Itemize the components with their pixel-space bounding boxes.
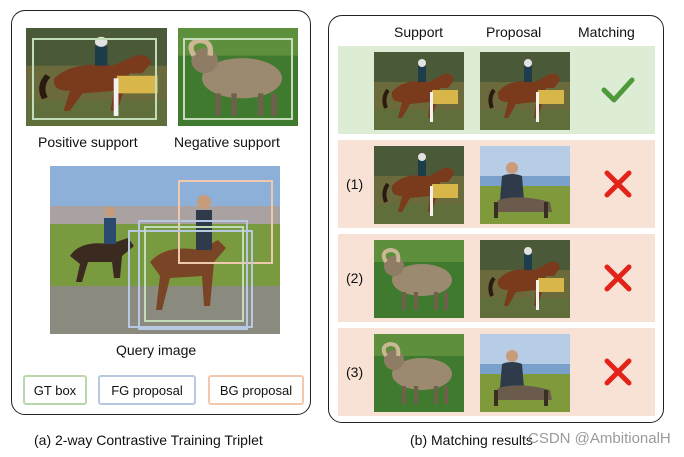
support-thumbnail bbox=[374, 52, 464, 130]
header-proposal: Proposal bbox=[486, 24, 542, 40]
matching-row: (3) bbox=[338, 328, 655, 416]
matching-row: (2) bbox=[338, 234, 655, 322]
fg-proposal-box-2 bbox=[128, 230, 253, 328]
support-thumbnail bbox=[374, 146, 464, 224]
row-number: (3) bbox=[346, 364, 364, 380]
positive-support-label: Positive support bbox=[38, 134, 138, 150]
watermark: CSDN @AmbitionalH bbox=[528, 430, 671, 447]
caption-right: (b) Matching results bbox=[410, 432, 533, 448]
query-image-label: Query image bbox=[116, 342, 197, 358]
legend-gt-box: GT box bbox=[23, 375, 87, 405]
proposal-thumbnail bbox=[480, 52, 570, 130]
cross-icon bbox=[600, 354, 636, 390]
proposal-thumbnail bbox=[480, 146, 570, 224]
proposal-thumbnail bbox=[480, 334, 570, 412]
support-thumbnail bbox=[374, 240, 464, 318]
header-matching: Matching bbox=[578, 24, 635, 40]
check-icon bbox=[600, 72, 636, 108]
bg-proposal-box bbox=[178, 180, 273, 264]
legend-fg-proposal: FG proposal bbox=[98, 375, 196, 405]
row-number: (1) bbox=[346, 176, 364, 192]
matching-row: (1) bbox=[338, 140, 655, 228]
cross-icon bbox=[600, 260, 636, 296]
legend-bg-proposal: BG proposal bbox=[208, 375, 304, 405]
cross-icon bbox=[600, 166, 636, 202]
gt-box-query bbox=[144, 226, 244, 322]
negative-support-label: Negative support bbox=[174, 134, 280, 150]
matching-row bbox=[338, 46, 655, 134]
support-thumbnail bbox=[374, 334, 464, 412]
row-number: (2) bbox=[346, 270, 364, 286]
proposal-thumbnail bbox=[480, 240, 570, 318]
gt-box-negative bbox=[183, 38, 293, 120]
fg-proposal-box-1 bbox=[138, 220, 248, 330]
caption-left: (a) 2-way Contrastive Training Triplet bbox=[34, 432, 263, 448]
gt-box-positive bbox=[32, 38, 157, 120]
header-support: Support bbox=[394, 24, 444, 40]
